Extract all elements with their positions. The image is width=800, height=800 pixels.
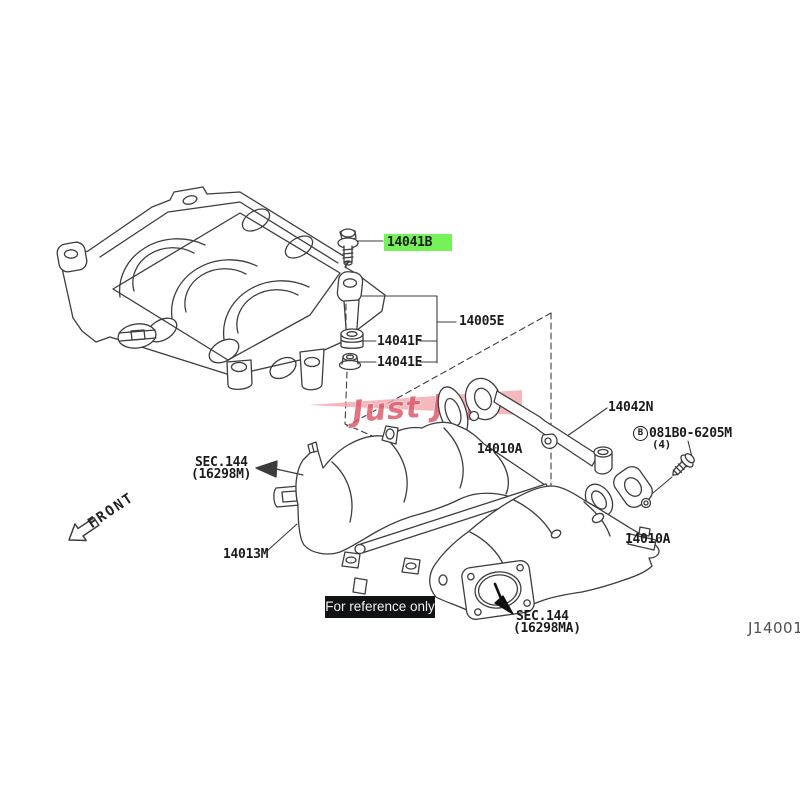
sec-ref-16298m-line1: SEC.144 <box>195 455 248 470</box>
nut-14041e-art <box>338 352 362 371</box>
part-label-14013m: 14013M <box>223 547 269 562</box>
engine-cover-art <box>56 186 386 391</box>
part-label-14041b: 14041B <box>384 234 452 251</box>
part-label-14010a-rear: 14010A <box>625 532 671 547</box>
plenum-art <box>352 485 660 620</box>
bolt-081b0-art <box>672 453 695 476</box>
sec-ref-16298ma-line2: (16298MA) <box>513 621 581 636</box>
part-qty-081b0-6205m: (4) <box>652 438 671 451</box>
bolt-prefix-circle: B <box>633 426 648 441</box>
part-label-14005e: 14005E <box>459 314 505 329</box>
part-label-14041e: 14041E <box>377 355 423 370</box>
leader-lines <box>266 240 693 552</box>
brand-badge-art <box>117 323 157 349</box>
water-tube-art <box>464 377 653 509</box>
drawing-code: J14001 <box>748 619 800 637</box>
part-label-14010a-front: 14010A <box>477 442 523 457</box>
part-label-14041f: 14041F <box>377 334 423 349</box>
sec-ref-16298ma-line1: SEC.144 <box>516 609 569 624</box>
sec144-throttle-arrow <box>493 582 514 615</box>
sec144-cover-arrow <box>255 460 304 478</box>
grommet-14041f-art <box>340 328 364 349</box>
reference-badge: For reference only <box>325 596 435 618</box>
sec-ref-16298m-line2: (16298M) <box>191 467 252 482</box>
part-label-14042n: 14042N <box>608 400 654 415</box>
front-arrow-icon <box>68 517 100 542</box>
bolt-14041b-art <box>337 228 359 266</box>
part-label-081b0-6205m: 081B0-6205M <box>649 426 732 441</box>
